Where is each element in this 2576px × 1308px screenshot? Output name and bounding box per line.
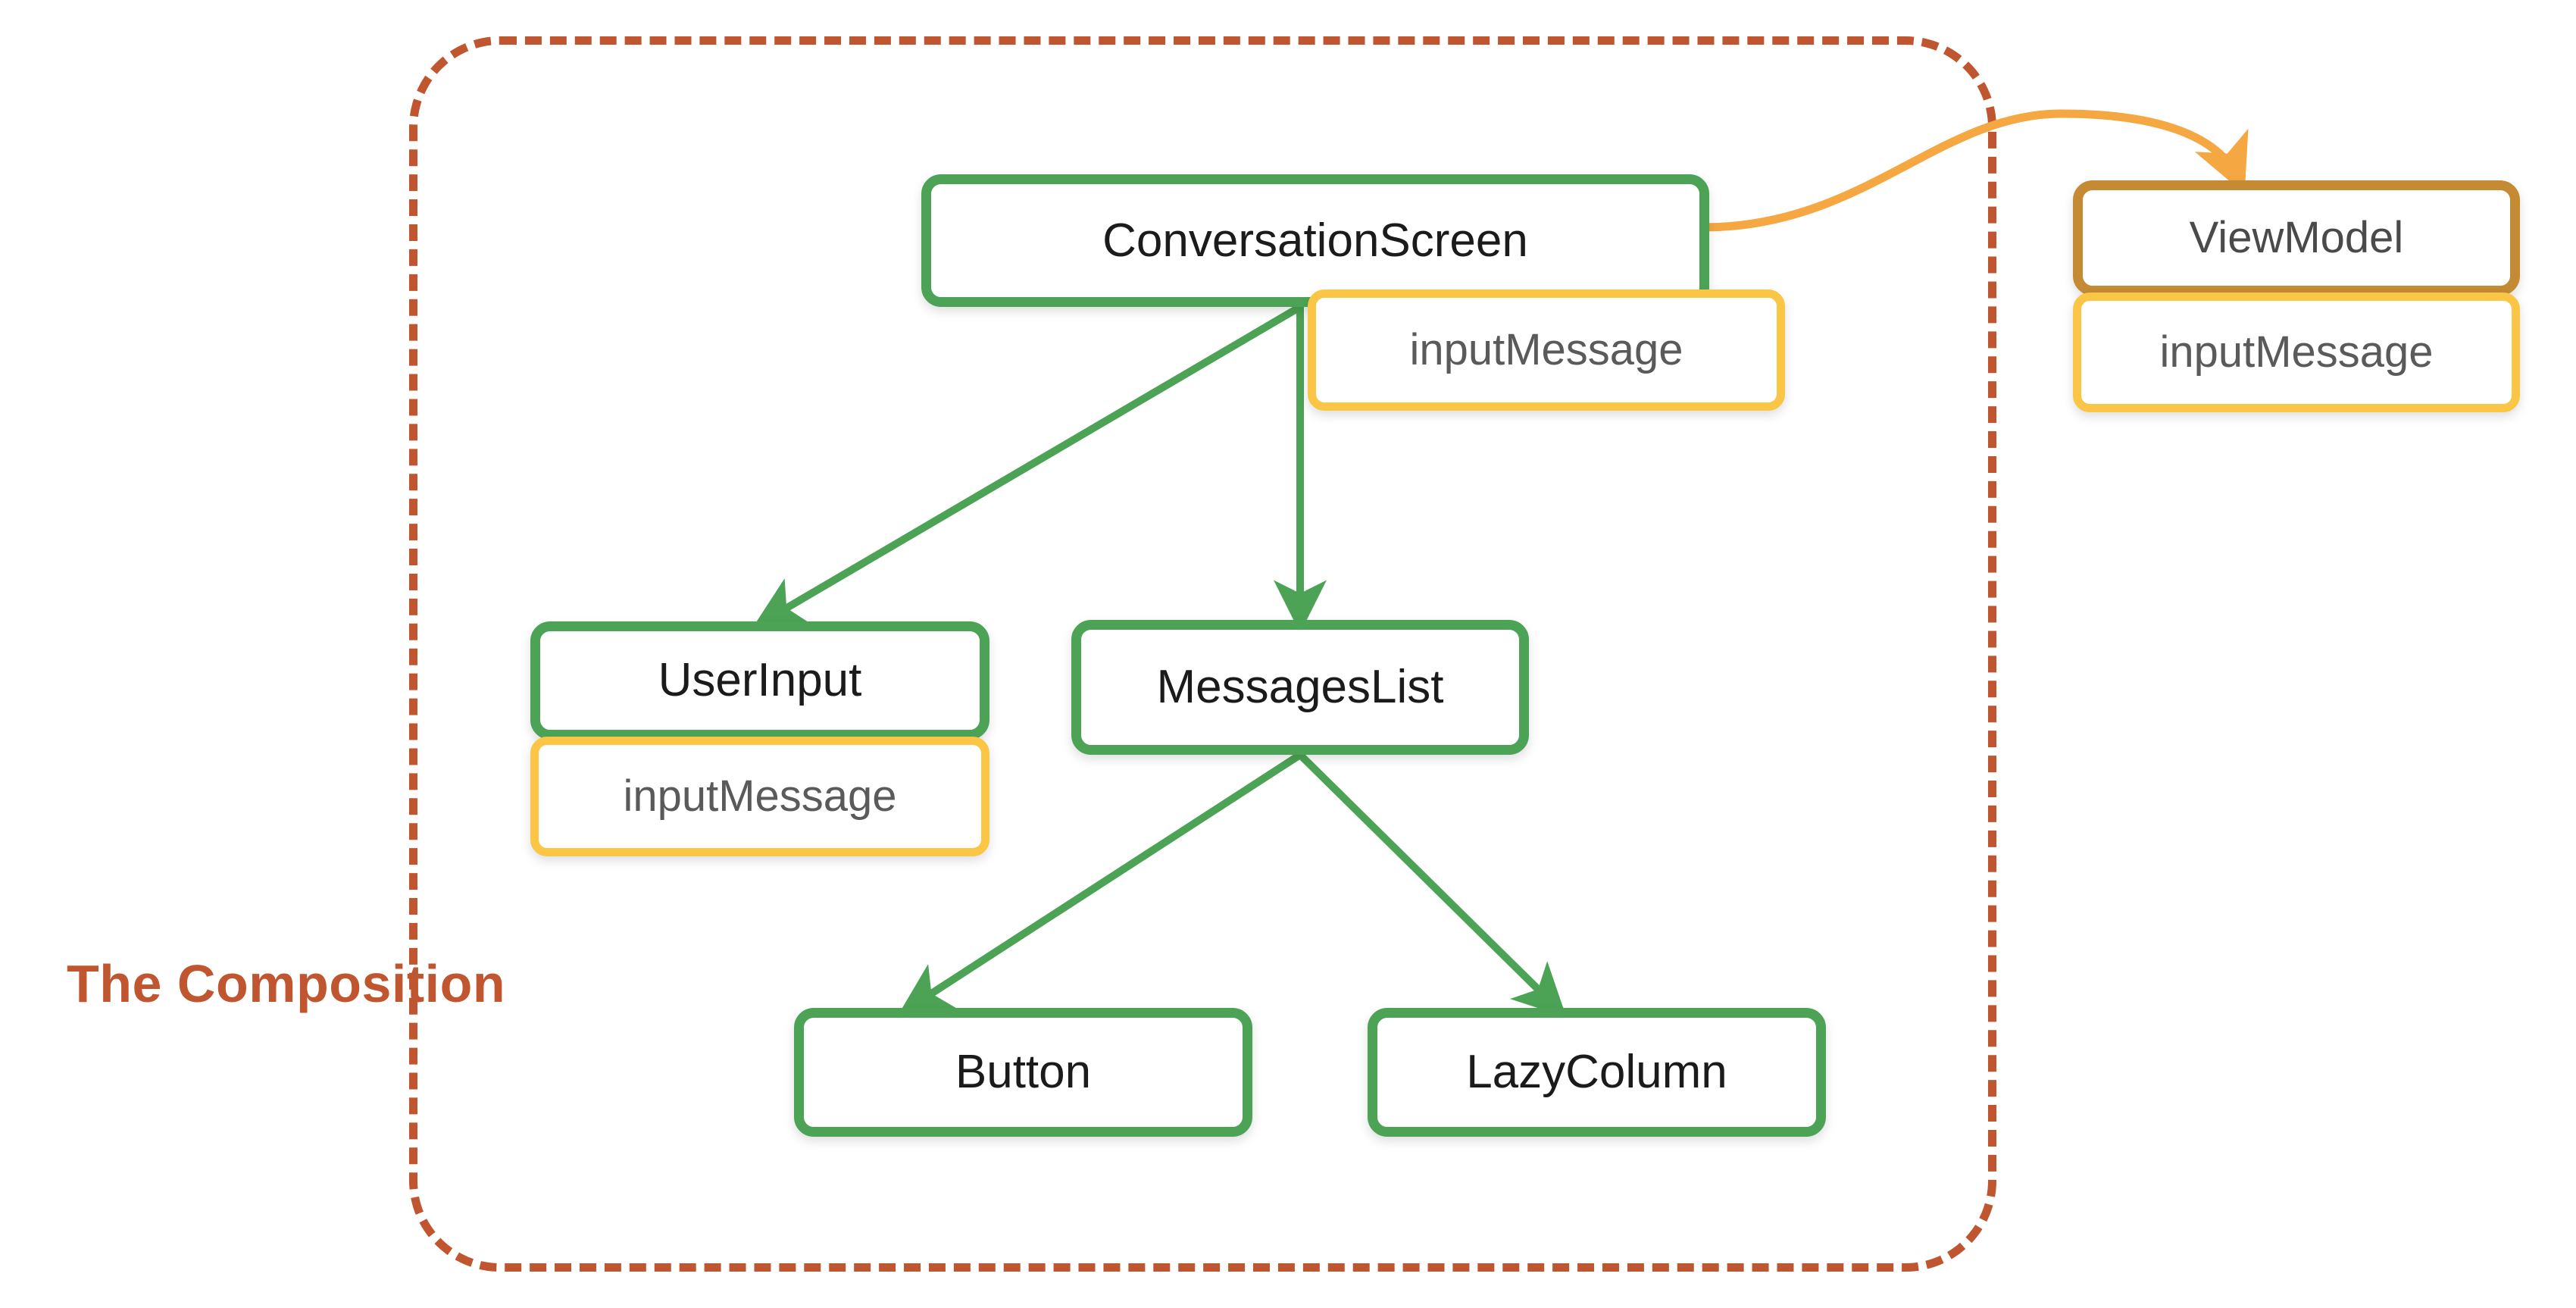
node-conversation-screen-state[interactable]: inputMessage bbox=[1308, 289, 1785, 411]
node-button[interactable]: Button bbox=[794, 1008, 1252, 1137]
node-user-input-state[interactable]: inputMessage bbox=[530, 737, 989, 856]
node-conversation-screen-label: ConversationScreen bbox=[1102, 214, 1528, 267]
node-view-model-label: ViewModel bbox=[2189, 213, 2404, 262]
node-view-model-state[interactable]: inputMessage bbox=[2073, 293, 2520, 412]
node-conversation-screen[interactable]: ConversationScreen bbox=[921, 174, 1709, 307]
node-button-label: Button bbox=[955, 1046, 1092, 1098]
node-lazy-column-label: LazyColumn bbox=[1466, 1046, 1727, 1098]
node-view-model-state-label: inputMessage bbox=[2159, 327, 2434, 377]
node-user-input[interactable]: UserInput bbox=[530, 621, 989, 740]
node-user-input-state-label: inputMessage bbox=[623, 771, 897, 821]
node-messages-list-label: MessagesList bbox=[1156, 661, 1444, 713]
node-view-model[interactable]: ViewModel bbox=[2073, 180, 2520, 296]
composition-boundary bbox=[409, 36, 1996, 1272]
node-user-input-label: UserInput bbox=[658, 654, 862, 706]
composition-boundary-label: The Composition bbox=[67, 954, 506, 1013]
node-lazy-column[interactable]: LazyColumn bbox=[1368, 1008, 1826, 1137]
node-conversation-screen-state-label: inputMessage bbox=[1409, 325, 1683, 374]
node-messages-list[interactable]: MessagesList bbox=[1071, 620, 1529, 755]
